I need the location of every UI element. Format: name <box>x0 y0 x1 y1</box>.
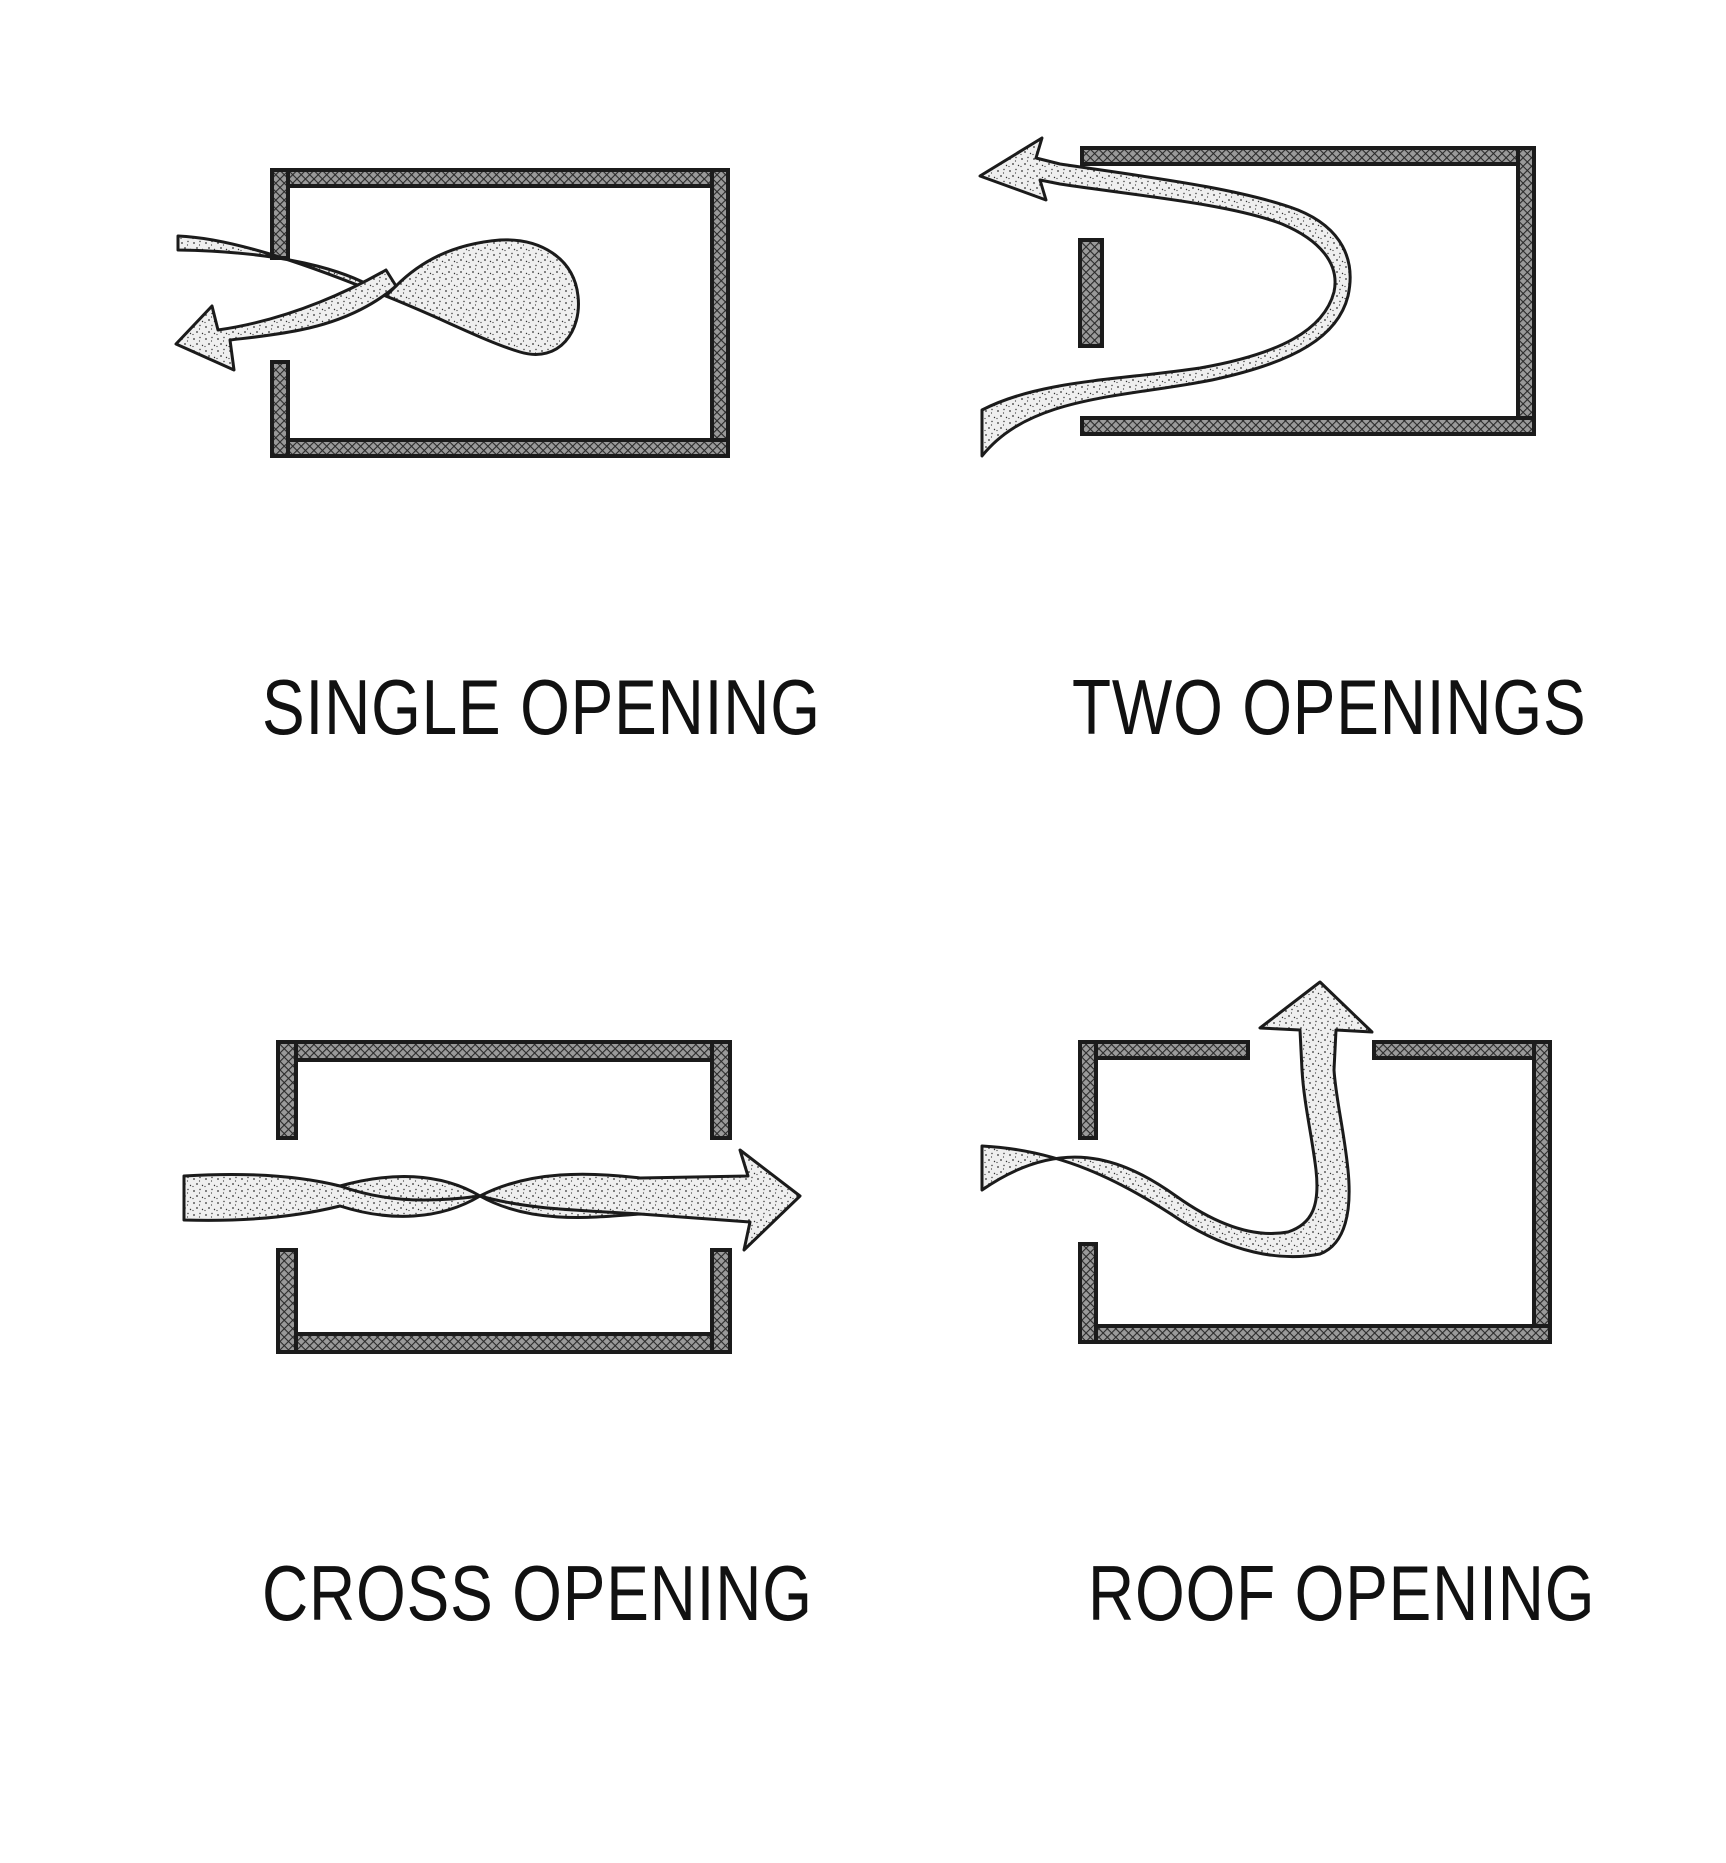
panel-two-openings <box>978 136 1536 458</box>
caption-cross-opening: CROSS OPENING <box>262 1549 813 1637</box>
airflow-arrow <box>182 1148 802 1252</box>
panel-single-opening <box>174 168 730 458</box>
caption-single-opening: SINGLE OPENING <box>262 663 821 751</box>
room-walls <box>276 1040 732 1354</box>
room-walls <box>1078 1040 1552 1344</box>
caption-roof-opening: ROOF OPENING <box>1088 1549 1596 1637</box>
room-walls <box>1078 146 1536 436</box>
airflow-arrow <box>978 136 1352 458</box>
caption-two-openings: TWO OPENINGS <box>1072 663 1587 751</box>
panel-cross-opening <box>182 1040 802 1354</box>
room-walls <box>270 168 730 458</box>
airflow-arrow <box>980 980 1374 1259</box>
panel-roof-opening <box>980 980 1552 1344</box>
airflow-arrow <box>174 234 580 372</box>
